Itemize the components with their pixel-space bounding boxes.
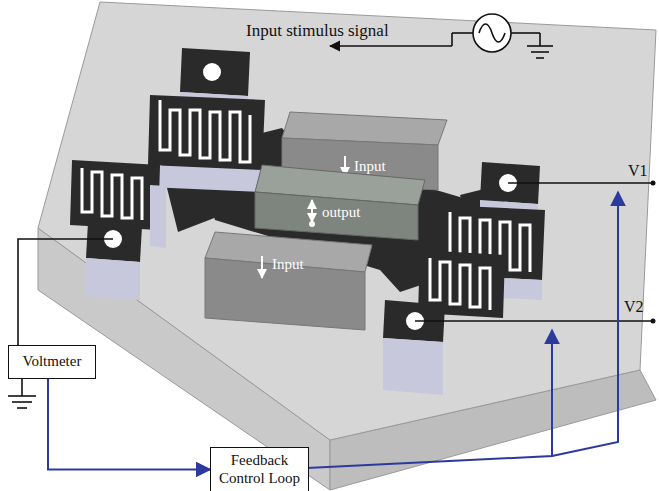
wire bbox=[18, 183, 652, 345]
input-plate bbox=[261, 256, 263, 278]
comb-electrode bbox=[180, 48, 250, 96]
feedback-line bbox=[552, 192, 618, 456]
comb-electrode bbox=[430, 258, 490, 310]
substrate bbox=[38, 2, 656, 440]
part-label: Input bbox=[354, 158, 386, 175]
output-plate bbox=[255, 165, 425, 240]
comb-electrode bbox=[383, 338, 443, 395]
part-label: Input bbox=[272, 256, 304, 273]
comb-electrode bbox=[418, 250, 505, 318]
terminal-dot bbox=[651, 319, 656, 324]
box-text: Voltmeter bbox=[23, 353, 82, 370]
part-label: output bbox=[322, 204, 360, 221]
feedback-line bbox=[307, 330, 552, 468]
comb-electrode bbox=[70, 48, 545, 395]
signal-label: Input stimulus signal bbox=[246, 22, 389, 41]
ac-source bbox=[531, 51, 549, 53]
comb-electrode bbox=[70, 160, 160, 230]
comb-electrode bbox=[150, 185, 166, 248]
substrate bbox=[38, 2, 656, 490]
terminal-dot bbox=[651, 181, 656, 186]
comb-electrode bbox=[148, 95, 265, 170]
comb-electrode bbox=[160, 100, 250, 162]
pin-label: V2 bbox=[624, 298, 644, 316]
input-plate bbox=[205, 232, 372, 330]
signal-arrow bbox=[330, 45, 452, 47]
ground-symbol bbox=[17, 407, 27, 409]
feedback-line bbox=[48, 379, 210, 470]
ac-source bbox=[479, 24, 505, 42]
ground-symbol bbox=[8, 379, 36, 408]
ground-symbol bbox=[8, 395, 36, 397]
feedback-line bbox=[307, 192, 618, 468]
comb-electrode bbox=[203, 63, 221, 81]
ac-source bbox=[539, 33, 541, 46]
ac-source bbox=[527, 45, 553, 47]
wire bbox=[18, 239, 113, 345]
output-plate bbox=[309, 221, 315, 227]
output-plate bbox=[311, 200, 313, 222]
ground-symbol bbox=[12, 401, 32, 403]
wire bbox=[451, 33, 453, 46]
pin-label: V1 bbox=[628, 162, 648, 180]
instrument-box: Voltmeter bbox=[8, 345, 96, 379]
comb-electrode bbox=[82, 168, 142, 220]
controller-box: Feedback Control Loop bbox=[210, 447, 309, 491]
ac-source bbox=[473, 14, 553, 58]
wire bbox=[415, 320, 652, 322]
box-text: Feedback Control Loop bbox=[217, 452, 302, 487]
ac-source bbox=[536, 57, 544, 59]
ground-symbol bbox=[21, 379, 23, 396]
ac-source bbox=[473, 14, 511, 52]
output-plate bbox=[255, 192, 418, 240]
wire bbox=[452, 32, 473, 34]
comb-electrode bbox=[86, 258, 140, 300]
ac-source bbox=[511, 32, 540, 34]
wire bbox=[508, 182, 652, 184]
